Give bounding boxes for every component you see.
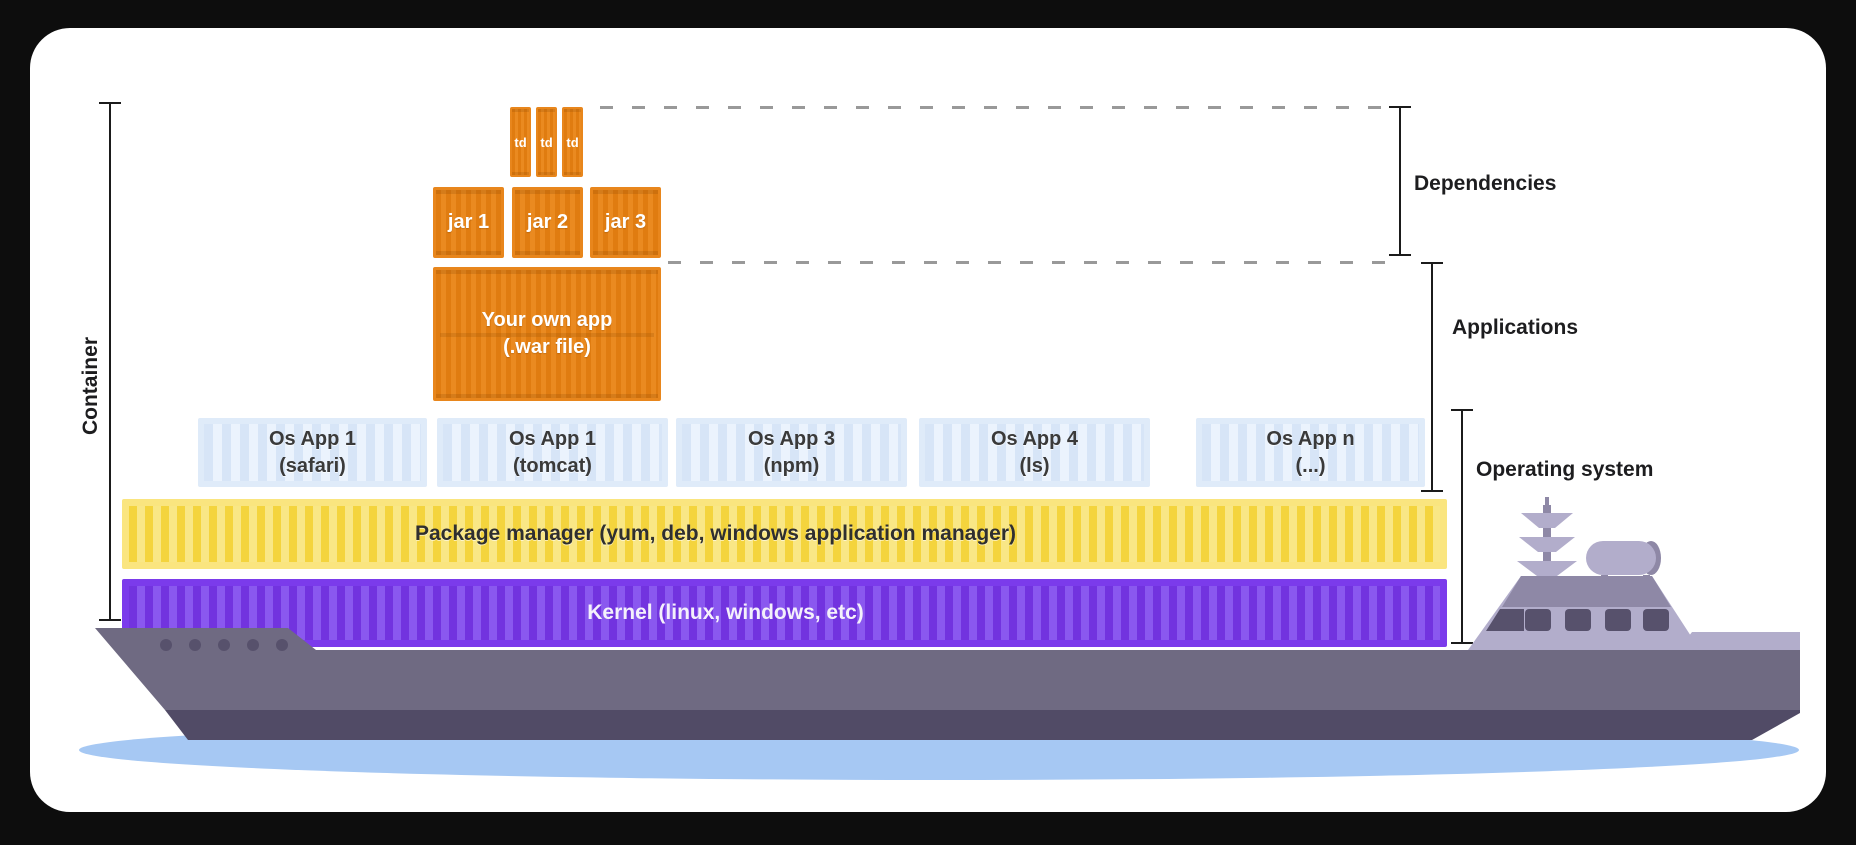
jar-container-1-label: jar 1 bbox=[447, 211, 490, 233]
dependencies-bracket-bottom-cap bbox=[1389, 254, 1411, 256]
td-container-2-label: td bbox=[540, 134, 553, 150]
container-bracket-line bbox=[109, 103, 111, 620]
dependencies-separator-line bbox=[600, 106, 1390, 109]
td-container-1: td bbox=[510, 107, 531, 177]
kernel-bar: Kernel (linux, windows, etc) bbox=[122, 579, 1447, 647]
jar-container-3-label: jar 3 bbox=[604, 211, 647, 233]
os-app-1-detail: (safari) bbox=[279, 454, 346, 477]
operating-system-label: Operating system bbox=[1476, 458, 1654, 481]
td-container-3: td bbox=[562, 107, 583, 177]
applications-bracket-top-cap bbox=[1421, 262, 1443, 264]
dependencies-bracket-top-cap bbox=[1389, 106, 1411, 108]
td-container-3-label: td bbox=[566, 134, 579, 150]
os-app-n-name: Os App n bbox=[1266, 427, 1355, 450]
operating-system-bracket-bottom-cap bbox=[1451, 642, 1473, 644]
os-app-container-4: Os App 4 (ls) bbox=[919, 418, 1150, 487]
os-app-container-3: Os App 3 (npm) bbox=[676, 418, 907, 487]
container-bracket-top-cap bbox=[99, 102, 121, 104]
package-manager-label: Package manager (yum, deb, windows appli… bbox=[415, 522, 1016, 545]
applications-separator-line bbox=[668, 261, 1403, 264]
own-app-container-seam bbox=[440, 332, 654, 337]
package-manager-bar: Package manager (yum, deb, windows appli… bbox=[122, 499, 1447, 569]
own-app-label-line1: Your own app bbox=[481, 309, 613, 331]
os-app-2-detail: (tomcat) bbox=[513, 454, 592, 477]
applications-bracket-bottom-cap bbox=[1421, 490, 1443, 492]
os-app-4-name: Os App 4 bbox=[990, 427, 1079, 450]
os-app-4-detail: (ls) bbox=[1019, 454, 1050, 477]
os-app-1-name: Os App 1 bbox=[268, 427, 357, 450]
os-app-n-detail: (...) bbox=[1295, 454, 1326, 477]
td-container-1-label: td bbox=[514, 134, 527, 150]
jar-container-2-label: jar 2 bbox=[526, 211, 569, 233]
own-app-label-line2: (.war file) bbox=[503, 336, 591, 358]
dependencies-bracket-line bbox=[1399, 107, 1401, 255]
os-app-container-2: Os App 1 (tomcat) bbox=[437, 418, 668, 487]
container-bracket-bottom-cap bbox=[99, 619, 121, 621]
os-app-3-name: Os App 3 bbox=[747, 427, 836, 450]
os-app-container-n: Os App n (...) bbox=[1196, 418, 1425, 487]
applications-bracket-line bbox=[1431, 263, 1433, 491]
jar-container-3: jar 3 bbox=[590, 187, 661, 258]
dependencies-label: Dependencies bbox=[1414, 172, 1557, 195]
os-app-2-name: Os App 1 bbox=[508, 427, 597, 450]
operating-system-bracket-top-cap bbox=[1451, 409, 1473, 411]
operating-system-bracket-line bbox=[1461, 410, 1463, 643]
td-container-2: td bbox=[536, 107, 557, 177]
own-app-container: Your own app (.war file) bbox=[433, 267, 661, 401]
container-label: Container bbox=[79, 337, 102, 436]
applications-label: Applications bbox=[1452, 316, 1579, 339]
kernel-label: Kernel (linux, windows, etc) bbox=[587, 601, 864, 624]
jar-container-1: jar 1 bbox=[433, 187, 504, 258]
os-app-container-1: Os App 1 (safari) bbox=[198, 418, 427, 487]
jar-container-2: jar 2 bbox=[512, 187, 583, 258]
os-app-3-detail: (npm) bbox=[763, 454, 820, 477]
